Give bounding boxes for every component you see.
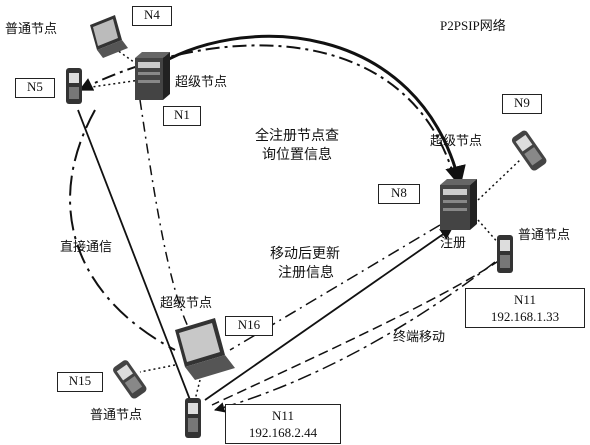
query-arc-solid xyxy=(149,34,466,188)
n11-new-ip: 192.168.2.44 xyxy=(248,425,318,440)
node-label-n5: N5 xyxy=(15,78,55,98)
terminal-move-annotation: 终端移动 xyxy=(393,330,446,345)
n11-new-phone-icon xyxy=(185,398,201,438)
n1-role-label: 超级节点 xyxy=(175,75,228,90)
n11-old-ip: 192.168.1.33 xyxy=(490,309,560,324)
n8-to-n9-dotted xyxy=(477,159,521,201)
n11-old-address-box: N11 192.168.1.33 xyxy=(465,288,585,328)
n8-role-label: 超级节点 xyxy=(430,134,483,149)
node-label-n15: N15 xyxy=(57,372,103,392)
query-annotation-line1: 全注册节点查 xyxy=(255,128,339,144)
direct-comm-annotation: 直接通信 xyxy=(60,240,113,255)
node-label-n8: N8 xyxy=(378,184,420,204)
n16-to-n11-dotted xyxy=(194,379,201,401)
n16-laptop-icon xyxy=(175,318,235,380)
n8-register-label: 注册 xyxy=(440,236,467,251)
n11-new-address-box: N11 192.168.2.44 xyxy=(225,404,341,444)
node-label-n4: N4 xyxy=(132,6,172,26)
diagram-title: P2PSIP网络 xyxy=(440,18,506,33)
terminal-move-dashdot xyxy=(213,261,496,413)
n11-new-id: N11 xyxy=(272,408,294,423)
n4-role-label: 普通节点 xyxy=(5,22,58,37)
n16-to-n15-dotted xyxy=(139,364,176,373)
node-label-n1: N1 xyxy=(163,106,201,126)
terminal-move-dashed xyxy=(211,259,501,406)
n11-old-role-label: 普通节点 xyxy=(518,228,571,243)
n4-laptop-icon xyxy=(90,15,128,58)
n5-phone-icon xyxy=(66,68,82,104)
n8-server-icon xyxy=(440,179,477,230)
n1-server-icon xyxy=(135,52,170,100)
direct-comm-line xyxy=(77,109,193,406)
update-reg-line xyxy=(204,227,454,401)
n16-role-label: 超级节点 xyxy=(160,296,213,311)
n11-new-role-label: 普通节点 xyxy=(90,408,143,423)
n8-to-n11-dotted xyxy=(477,219,501,246)
node-label-n9: N9 xyxy=(502,94,542,114)
n15-phone-icon xyxy=(113,360,147,399)
node-label-n16: N16 xyxy=(225,316,273,336)
left-loop-dashdot xyxy=(69,109,176,351)
update-annotation-line2: 注册信息 xyxy=(278,265,334,281)
n11-old-phone-icon xyxy=(497,235,513,273)
update-annotation-line1: 移动后更新 xyxy=(270,246,340,262)
query-annotation-line2: 询位置信息 xyxy=(262,147,332,163)
n9-phone-icon xyxy=(511,130,547,171)
n1-to-n5-dotted xyxy=(84,79,141,89)
n11-old-id: N11 xyxy=(514,292,536,307)
n1-down-dashdot xyxy=(139,99,196,341)
